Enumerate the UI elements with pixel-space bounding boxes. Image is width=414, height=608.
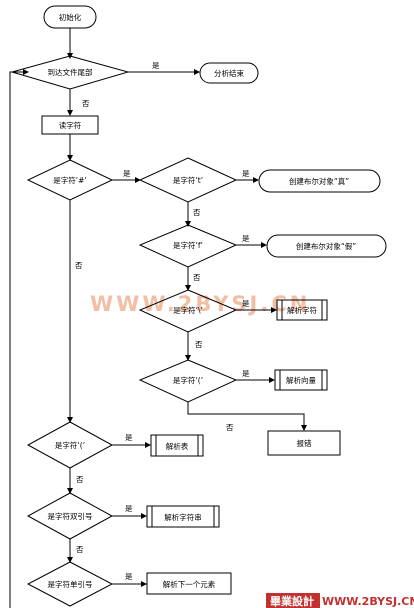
edge-label-yes: 是 <box>125 572 133 581</box>
node-is-double-quote-shape <box>26 492 114 540</box>
node-create-true: 创建布尔对象“真” <box>289 176 349 186</box>
node-is-f-shape <box>138 224 238 268</box>
node-create-true-shape <box>258 169 381 193</box>
node-is-hash: 是字符‘#’ <box>53 175 87 185</box>
edge-label-no: 否 <box>76 475 84 484</box>
logo-cn-text: 畢業設計 <box>270 594 314 608</box>
node-parse-char-shape <box>276 299 328 321</box>
node-eof-check: 到达文件尾部 <box>48 67 93 77</box>
node-init-shape <box>43 5 97 29</box>
node-is-f: 是字符‘f’ <box>173 240 203 250</box>
node-is-t: 是字符‘t’ <box>173 175 203 185</box>
node-is-backslash: 是字符‘\’ <box>173 305 203 315</box>
edge-label-yes: 是 <box>242 169 250 178</box>
node-init: 初始化 <box>59 12 82 22</box>
node-is-lparen-list-shape <box>26 421 114 469</box>
node-is-lparen-list: 是字符‘(’ <box>55 440 85 450</box>
node-create-false: 创建布尔对象“假” <box>296 241 356 251</box>
edge-label-yes: 是 <box>242 299 250 308</box>
node-analysis-end: 分析结束 <box>214 68 244 78</box>
node-is-single-quote: 是字符单引号 <box>48 579 93 589</box>
edge-label-yes: 是 <box>123 169 131 178</box>
edge-label-no: 否 <box>226 423 234 432</box>
site-logo: 畢業設計 WWW.2BYSJ.CN <box>266 593 414 608</box>
node-parse-vector: 解析向量 <box>286 375 316 385</box>
edge-label-yes: 是 <box>242 369 250 378</box>
node-is-double-quote: 是字符双引号 <box>48 511 93 521</box>
node-parse-char: 解析字符 <box>287 305 317 315</box>
node-error: 报错 <box>297 438 312 448</box>
edge-label-yes: 是 <box>125 433 133 442</box>
edge-label-yes: 是 <box>125 504 133 513</box>
edge-label-no: 否 <box>195 340 203 349</box>
node-analysis-end-shape <box>199 62 259 84</box>
node-parse-list: 解析表 <box>166 441 189 451</box>
edge-label-no: 否 <box>75 261 83 270</box>
node-is-backslash-shape <box>138 289 238 333</box>
node-parse-string-shape <box>146 505 220 528</box>
node-parse-next: 解析下一个元素 <box>163 579 216 589</box>
node-create-false-shape <box>266 234 387 258</box>
node-parse-string: 解析字符串 <box>164 512 202 522</box>
node-read-char-shape <box>41 115 99 135</box>
node-is-hash-shape <box>26 159 114 201</box>
edge-vector-error <box>187 402 307 431</box>
edge-label-yes: 是 <box>242 234 250 243</box>
edge-label-no: 否 <box>82 99 90 108</box>
logo-url-text: WWW.2BYSJ.CN <box>322 595 414 608</box>
edge-label-yes: 是 <box>152 61 160 70</box>
node-is-lparen-vector-shape <box>138 359 238 403</box>
node-parse-list-shape <box>150 434 204 457</box>
edge-label-no: 否 <box>193 208 201 217</box>
node-eof-check-shape <box>10 55 130 90</box>
edge-label-no: 否 <box>193 273 201 282</box>
edge-label-no: 否 <box>76 545 84 554</box>
edge-loop-back <box>9 69 29 608</box>
node-parse-vector-shape <box>274 369 328 391</box>
node-read-char: 读字符 <box>59 120 82 130</box>
node-parse-next-shape <box>146 572 232 595</box>
node-is-lparen-vector: 是字符‘(’ <box>173 375 203 385</box>
node-is-t-shape <box>138 157 238 203</box>
node-error-shape <box>267 430 341 456</box>
node-is-single-quote-shape <box>26 561 114 607</box>
